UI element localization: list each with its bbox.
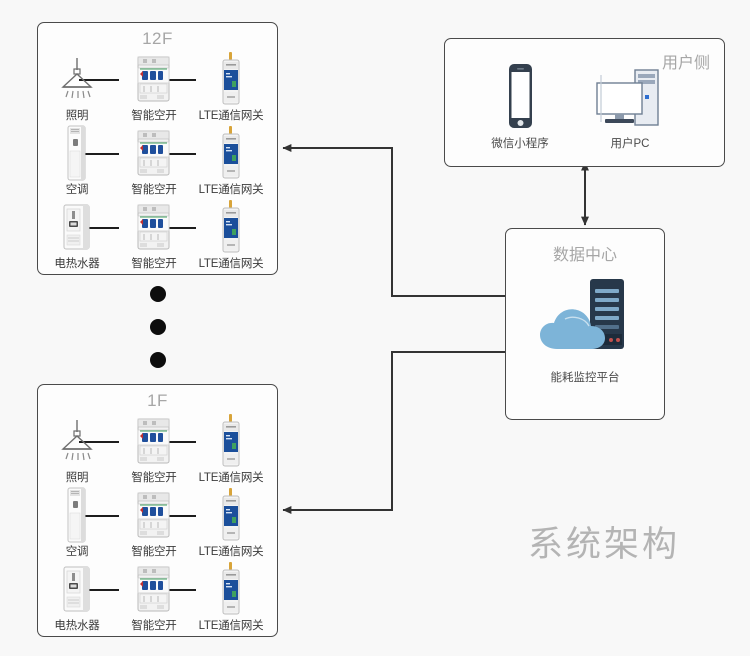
device-label: LTE通信网关 <box>198 472 264 484</box>
device-label: LTE通信网关 <box>198 110 264 122</box>
ellipsis-dot <box>150 319 166 335</box>
data-center-title: 数据中心 <box>552 247 617 264</box>
device-smart-breaker[interactable]: 智能空开 <box>117 489 191 559</box>
device-label: 电热水器 <box>54 620 100 632</box>
lte-gateway-icon <box>194 562 268 615</box>
smart-circuit-breaker-icon <box>117 563 191 615</box>
device-lte-gateway[interactable]: LTE通信网关 <box>194 200 268 271</box>
lte-gateway-icon <box>194 488 268 541</box>
device-air-conditioner[interactable]: 空调 <box>40 487 114 559</box>
user-item-label: 用户PC <box>610 138 650 150</box>
wire-breaker-to-gateway <box>156 153 196 155</box>
cloud-server-icon <box>506 277 664 359</box>
device-label: 照明 <box>65 472 89 484</box>
device-smart-breaker[interactable]: 智能空开 <box>117 127 191 197</box>
device-lte-gateway[interactable]: LTE通信网关 <box>194 562 268 633</box>
pendant-lamp-icon <box>40 415 114 467</box>
wire-breaker-to-gateway <box>156 79 196 81</box>
smart-circuit-breaker-icon <box>117 127 191 179</box>
electric-water-heater-icon <box>40 563 114 615</box>
floor-panel-12f[interactable]: 12F <box>37 22 278 275</box>
device-label: 照明 <box>65 110 89 122</box>
device-label: 空调 <box>65 184 89 196</box>
ellipsis-dot <box>150 286 166 302</box>
wire-appliance-to-breaker <box>79 441 119 443</box>
wire-appliance-to-breaker <box>79 589 119 591</box>
data-center-panel[interactable]: 数据中心 能耗监控平台 <box>505 228 665 420</box>
wire-appliance-to-breaker <box>79 227 119 229</box>
user-item-wechat-miniprogram[interactable]: 微信小程序 <box>475 57 565 151</box>
device-air-conditioner[interactable]: 空调 <box>40 125 114 197</box>
cabinet-air-conditioner-icon <box>40 125 114 181</box>
lte-gateway-icon <box>194 200 268 253</box>
floors-ellipsis <box>150 286 166 385</box>
device-label: 电热水器 <box>54 258 100 270</box>
device-row: 照明 <box>38 52 279 137</box>
device-row: 电热水器 <box>38 562 279 647</box>
smartphone-icon <box>475 57 565 129</box>
device-label: LTE通信网关 <box>198 258 264 270</box>
wire-appliance-to-breaker <box>79 153 119 155</box>
user-side-panel[interactable]: 用户侧 微信小程序 <box>444 38 725 167</box>
wire-breaker-to-gateway <box>156 227 196 229</box>
device-label: 智能空开 <box>131 184 177 196</box>
wire-breaker-to-gateway <box>156 515 196 517</box>
floor-title-12f: 12F <box>142 29 173 48</box>
wire-appliance-to-breaker <box>79 515 119 517</box>
device-lte-gateway[interactable]: LTE通信网关 <box>194 488 268 559</box>
device-lighting[interactable]: 照明 <box>40 53 114 123</box>
link-datacenter-to-1f <box>282 351 505 514</box>
user-side-title: 用户侧 <box>661 55 710 72</box>
user-item-label: 微信小程序 <box>491 138 549 150</box>
device-label: 智能空开 <box>131 258 177 270</box>
device-water-heater[interactable]: 电热水器 <box>40 563 114 633</box>
diagram-title: 系统架构 <box>528 525 681 564</box>
desktop-computer-icon <box>585 57 675 129</box>
device-water-heater[interactable]: 电热水器 <box>40 201 114 271</box>
device-label: 智能空开 <box>131 472 177 484</box>
lte-gateway-icon <box>194 414 268 467</box>
smart-circuit-breaker-icon <box>117 53 191 105</box>
device-row: 空调 <box>38 487 279 573</box>
device-smart-breaker[interactable]: 智能空开 <box>117 53 191 123</box>
device-smart-breaker[interactable]: 智能空开 <box>117 563 191 633</box>
user-item-pc[interactable]: 用户PC <box>585 57 675 151</box>
ellipsis-dot <box>150 352 166 368</box>
device-label: LTE通信网关 <box>198 184 264 196</box>
device-label: 智能空开 <box>131 620 177 632</box>
smart-circuit-breaker-icon <box>117 415 191 467</box>
wire-appliance-to-breaker <box>79 79 119 81</box>
device-smart-breaker[interactable]: 智能空开 <box>117 201 191 271</box>
wire-breaker-to-gateway <box>156 441 196 443</box>
link-datacenter-to-12f <box>282 144 505 297</box>
electric-water-heater-icon <box>40 201 114 253</box>
lte-gateway-icon <box>194 52 268 105</box>
cabinet-air-conditioner-icon <box>40 487 114 543</box>
device-label: 智能空开 <box>131 110 177 122</box>
device-label: LTE通信网关 <box>198 546 264 558</box>
device-row: 照明 <box>38 414 279 499</box>
smart-circuit-breaker-icon <box>117 489 191 541</box>
wire-breaker-to-gateway <box>156 589 196 591</box>
device-lighting[interactable]: 照明 <box>40 415 114 485</box>
device-row: 空调 <box>38 125 279 211</box>
data-center-platform-label: 能耗监控平台 <box>550 372 620 384</box>
smart-circuit-breaker-icon <box>117 201 191 253</box>
device-lte-gateway[interactable]: LTE通信网关 <box>194 414 268 485</box>
device-smart-breaker[interactable]: 智能空开 <box>117 415 191 485</box>
device-label: 智能空开 <box>131 546 177 558</box>
device-label: 空调 <box>65 546 89 558</box>
device-label: LTE通信网关 <box>198 620 264 632</box>
floor-title-1f: 1F <box>147 391 168 410</box>
device-lte-gateway[interactable]: LTE通信网关 <box>194 126 268 197</box>
lte-gateway-icon <box>194 126 268 179</box>
floor-panel-1f[interactable]: 1F <box>37 384 278 637</box>
device-lte-gateway[interactable]: LTE通信网关 <box>194 52 268 123</box>
device-row: 电热水器 <box>38 200 279 285</box>
pendant-lamp-icon <box>40 53 114 105</box>
